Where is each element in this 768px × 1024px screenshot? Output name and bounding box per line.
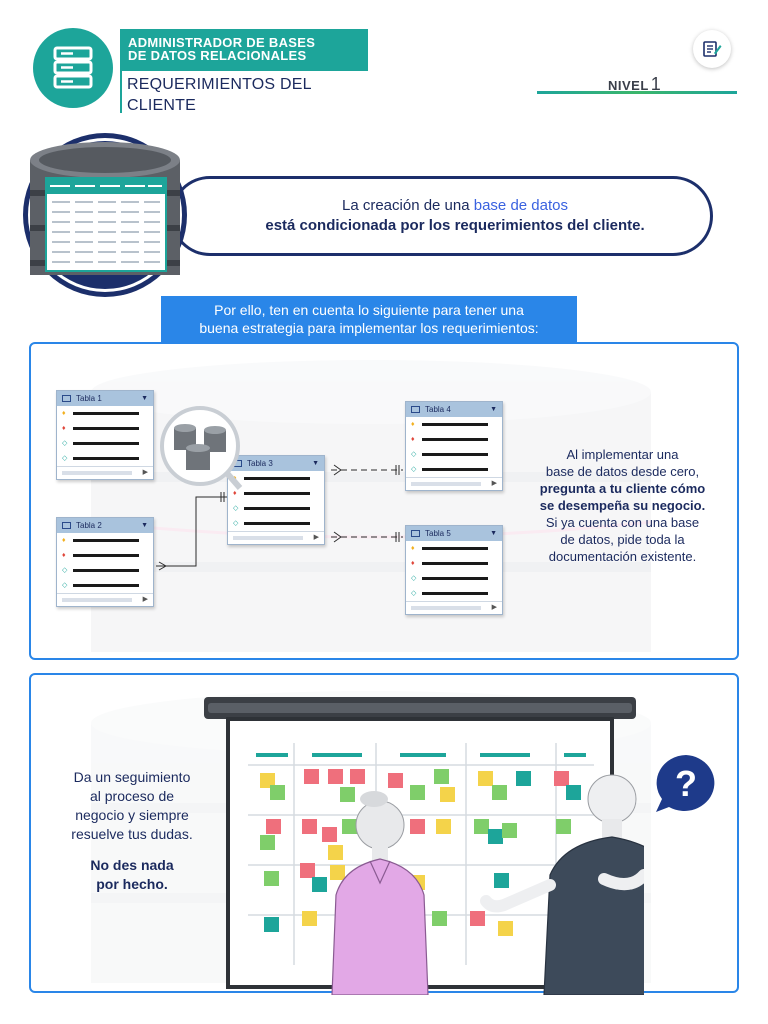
- table-5: Tabla 5▼ ♦ ♦ ◇ ◇ ▶: [405, 525, 503, 615]
- edit-button[interactable]: [693, 30, 731, 68]
- server-icon: [53, 46, 93, 89]
- dropdown-icon: ▼: [141, 522, 148, 529]
- advice-line: base de datos desde cero,: [545, 464, 700, 479]
- intro-text: La creación de una base de datos está co…: [205, 196, 705, 236]
- intro-banner: [170, 176, 713, 256]
- tip-header: Por ello, ten en cuenta lo siguiente par…: [161, 296, 577, 342]
- subtitle-line: CLIENTE: [127, 97, 196, 114]
- advice-line: Al implementar una: [566, 447, 679, 462]
- table-name: Tabla 4: [425, 405, 451, 414]
- course-title-line: DE DATOS RELACIONALES: [128, 48, 307, 63]
- advice-line: Si ya cuenta con una base: [545, 515, 700, 530]
- followup-line: resuelve tus dudas.: [71, 826, 193, 842]
- background-database-icon: [91, 360, 651, 652]
- interview-advice-text: Al implementar una base de datos desde c…: [520, 446, 725, 565]
- tip-line: buena estrategia para implementar los re…: [199, 320, 539, 336]
- table-name: Tabla 2: [76, 521, 102, 530]
- followup-advice-text: Da un seguimiento al proceso de negocio …: [52, 768, 212, 894]
- followup-bold-text: No des nada por hecho.: [52, 856, 212, 894]
- subtitle-line: REQUERIMIENTOS DEL: [127, 76, 312, 93]
- edit-notes-icon: [703, 41, 722, 57]
- intro-highlight: base de datos: [473, 197, 568, 214]
- divider: [120, 71, 122, 113]
- relationship-lines: [156, 464, 403, 571]
- question-mark: ?: [675, 763, 697, 804]
- followup-bold-line: No des nada: [90, 857, 174, 873]
- course-title-line: ADMINISTRADOR DE BASES: [128, 35, 316, 50]
- table-name: Tabla 1: [76, 394, 102, 403]
- intro-text-bold: está condicionada por los requerimientos…: [265, 217, 645, 234]
- dropdown-icon: ▼: [490, 406, 497, 413]
- followup-bold-line: por hecho.: [96, 876, 168, 892]
- table-3: Tabla 3▼ ♦ ♦ ◇ ◇ ▶: [227, 455, 325, 545]
- dropdown-icon: ▼: [141, 395, 148, 402]
- dropdown-icon: ▼: [312, 460, 319, 467]
- course-logo: [33, 28, 113, 108]
- table-icon: [411, 406, 420, 413]
- table-icon: [62, 522, 71, 529]
- followup-line: Da un seguimiento: [73, 769, 191, 785]
- page-subtitle: REQUERIMIENTOS DEL CLIENTE: [127, 74, 312, 116]
- dropdown-icon: ▼: [490, 530, 497, 537]
- advice-bold-line: se desempeña su negocio.: [539, 498, 706, 513]
- table-icon: [62, 395, 71, 402]
- table-icon: [411, 530, 420, 537]
- level-label: NIVEL: [608, 78, 649, 93]
- section-interview-panel: Tabla 1▼ ♦ ♦ ◇ ◇ ▶ Tabla 2▼ ♦ ♦ ◇ ◇ ▶ Ta…: [29, 342, 739, 660]
- database-table-icon: [23, 133, 187, 297]
- followup-line: al proceso de: [89, 788, 175, 804]
- question-bubble-icon: ?: [656, 755, 715, 812]
- table-name: Tabla 3: [247, 459, 273, 468]
- table-name: Tabla 5: [425, 529, 451, 538]
- level-number: 1: [650, 74, 662, 94]
- table-4: Tabla 4▼ ♦ ♦ ◇ ◇ ▶: [405, 401, 503, 491]
- followup-line: negocio y siempre: [75, 807, 189, 823]
- table-2: Tabla 2▼ ♦ ♦ ◇ ◇ ▶: [56, 517, 154, 607]
- intro-text-start: La creación de una: [341, 197, 474, 214]
- advice-line: de datos, pide toda la: [560, 532, 685, 547]
- advice-bold-line: pregunta a tu cliente cómo: [539, 481, 706, 496]
- advice-line: documentación existente.: [548, 549, 697, 564]
- course-title: ADMINISTRADOR DE BASES DE DATOS RELACION…: [120, 29, 368, 71]
- kanban-board-illustration: [204, 697, 644, 995]
- tip-line: Por ello, ten en cuenta lo siguiente par…: [214, 302, 524, 318]
- table-1: Tabla 1▼ ♦ ♦ ◇ ◇ ▶: [56, 390, 154, 480]
- level-underline: [537, 91, 737, 94]
- database-magnifier-icon: [160, 406, 243, 490]
